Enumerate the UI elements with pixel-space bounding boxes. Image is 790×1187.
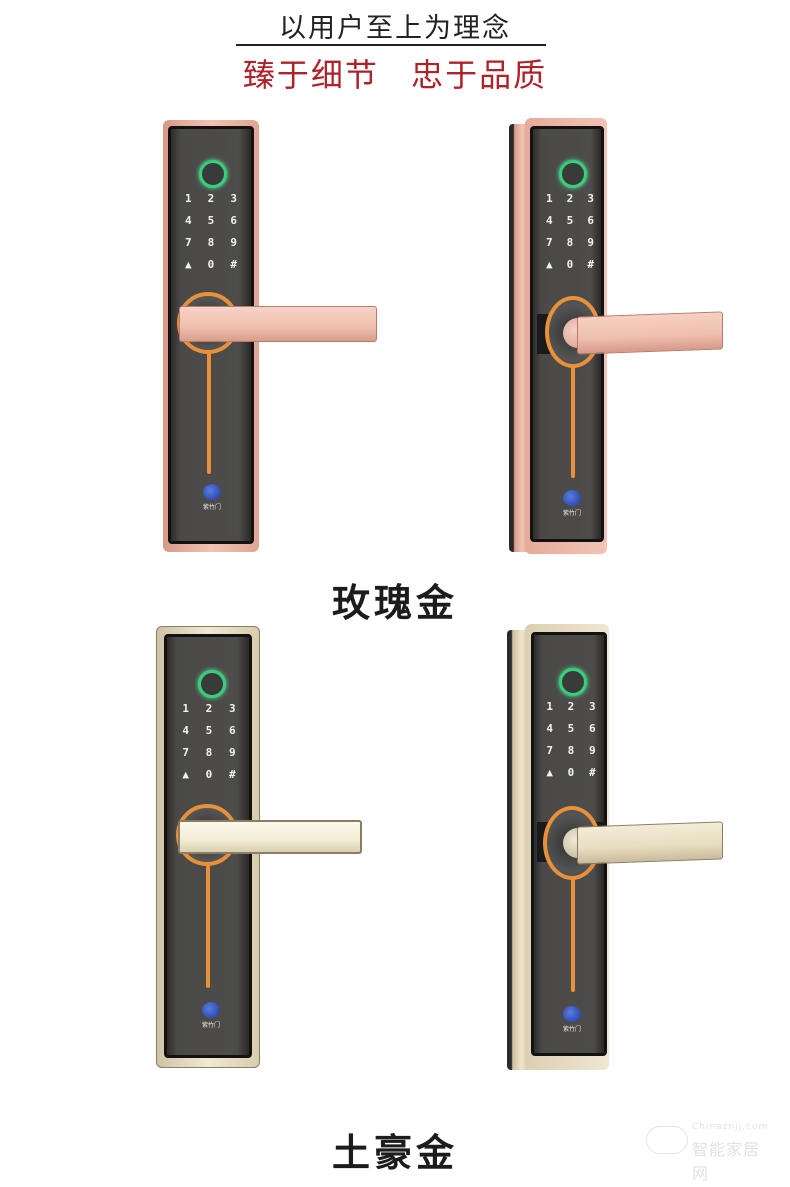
handle-stem: [207, 352, 211, 474]
key-0[interactable]: 0: [566, 258, 574, 271]
key-8[interactable]: 8: [207, 236, 215, 249]
slogan-main: 臻于细节 忠于品质: [0, 50, 790, 96]
brand-logo-text: 紫竹门: [562, 1026, 581, 1033]
key-1[interactable]: 1: [185, 192, 192, 205]
key-1[interactable]: 1: [546, 192, 553, 205]
fingerprint-sensor-icon[interactable]: [559, 160, 587, 188]
key-3[interactable]: 3: [587, 192, 594, 205]
key-1[interactable]: 1: [546, 700, 553, 713]
handle-stem: [571, 878, 575, 992]
fingerprint-sensor-icon[interactable]: [199, 160, 227, 188]
key-1[interactable]: 1: [182, 702, 189, 715]
key-6[interactable]: 6: [230, 214, 237, 227]
keypad[interactable]: 1 2 3 4 5 6 7 8 9 ▲ 0 #: [177, 192, 245, 271]
key-4[interactable]: 4: [546, 214, 553, 227]
key-6[interactable]: 6: [587, 214, 594, 227]
lock-rose-gold-front: 1 2 3 4 5 6 7 8 9 ▲ 0 # 紫竹门: [163, 120, 383, 552]
key-8[interactable]: 8: [567, 744, 575, 757]
watermark: Chinaznjj.com 智能家居网: [646, 1120, 769, 1183]
lock-champagne-gold-angled: 1 2 3 4 5 6 7 8 9 ▲ 0 # 紫竹门: [503, 624, 728, 1074]
key-4[interactable]: 4: [185, 214, 192, 227]
key-0[interactable]: 0: [567, 766, 575, 779]
key-9[interactable]: 9: [587, 236, 594, 249]
key-6[interactable]: 6: [229, 724, 236, 737]
handle-stem: [206, 864, 210, 988]
divider: [236, 44, 546, 46]
watermark-en: Chinaznjj.com: [692, 1122, 769, 1132]
key-bell[interactable]: ▲: [546, 258, 553, 271]
key-bell[interactable]: ▲: [182, 768, 189, 781]
brand-logo-icon: [203, 484, 221, 500]
key-3[interactable]: 3: [589, 700, 596, 713]
key-2[interactable]: 2: [567, 700, 575, 713]
key-6[interactable]: 6: [589, 722, 596, 735]
key-2[interactable]: 2: [207, 192, 215, 205]
key-5[interactable]: 5: [207, 214, 215, 227]
handle-stem: [571, 366, 575, 478]
slogan-main-right: 忠于品质: [411, 56, 548, 94]
key-hash[interactable]: #: [587, 258, 594, 271]
key-8[interactable]: 8: [566, 236, 574, 249]
key-3[interactable]: 3: [230, 192, 237, 205]
slogan-main-left: 臻于细节: [242, 56, 379, 94]
keypad[interactable]: 1 2 3 4 5 6 7 8 9 ▲ 0 #: [539, 700, 603, 779]
key-7[interactable]: 7: [182, 746, 189, 759]
brand-logo-text: 紫竹门: [202, 504, 221, 511]
fingerprint-sensor-icon[interactable]: [559, 668, 587, 696]
variant-label-champagne-gold: 土豪金: [331, 1131, 458, 1175]
brand-logo-icon: [202, 1002, 220, 1018]
key-0[interactable]: 0: [207, 258, 215, 271]
door-handle[interactable]: [178, 820, 362, 854]
door-handle[interactable]: [577, 821, 723, 865]
keypad[interactable]: 1 2 3 4 5 6 7 8 9 ▲ 0 #: [174, 702, 244, 781]
door-handle[interactable]: [577, 311, 723, 355]
key-2[interactable]: 2: [566, 192, 574, 205]
key-9[interactable]: 9: [230, 236, 237, 249]
key-3[interactable]: 3: [229, 702, 236, 715]
key-9[interactable]: 9: [229, 746, 236, 759]
key-9[interactable]: 9: [589, 744, 596, 757]
key-7[interactable]: 7: [185, 236, 192, 249]
key-bell[interactable]: ▲: [546, 766, 553, 779]
key-8[interactable]: 8: [205, 746, 213, 759]
key-bell[interactable]: ▲: [185, 258, 192, 271]
key-hash[interactable]: #: [589, 766, 596, 779]
brand-logo-icon: [563, 1006, 581, 1022]
lock-champagne-gold-front: 1 2 3 4 5 6 7 8 9 ▲ 0 # 紫竹门: [156, 626, 366, 1068]
key-5[interactable]: 5: [205, 724, 213, 737]
key-0[interactable]: 0: [205, 768, 213, 781]
watermark-cn: 智能家居网: [692, 1140, 761, 1183]
key-4[interactable]: 4: [182, 724, 189, 737]
key-hash[interactable]: #: [230, 258, 237, 271]
brand-logo-text: 紫竹门: [201, 1022, 220, 1029]
brand-logo-text: 紫竹门: [562, 510, 581, 517]
header: 以用户至上为理念 臻于细节 忠于品质: [0, 0, 790, 100]
key-4[interactable]: 4: [546, 722, 553, 735]
key-5[interactable]: 5: [567, 722, 575, 735]
key-7[interactable]: 7: [546, 744, 553, 757]
key-hash[interactable]: #: [229, 768, 236, 781]
variant-label-rose-gold: 玫瑰金: [331, 581, 458, 625]
cloud-logo-icon: [646, 1126, 688, 1154]
key-7[interactable]: 7: [546, 236, 553, 249]
key-5[interactable]: 5: [566, 214, 574, 227]
slogan-top: 以用户至上为理念: [279, 13, 511, 44]
door-handle[interactable]: [179, 306, 377, 342]
brand-logo-icon: [563, 490, 581, 506]
fingerprint-sensor-icon[interactable]: [198, 670, 226, 698]
key-2[interactable]: 2: [205, 702, 213, 715]
